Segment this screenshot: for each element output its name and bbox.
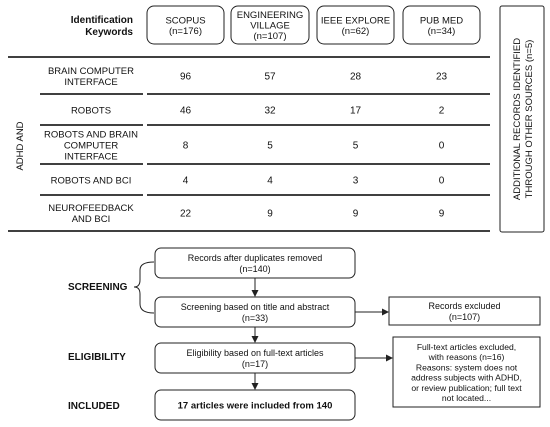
table-cell-value: 46	[180, 106, 192, 117]
table-cell-value: 9	[439, 209, 445, 220]
text-line: Identification	[71, 15, 133, 26]
source-box-ieee-explore: IEEE EXPLORE(n=62)	[316, 5, 395, 45]
text-line: ENGINEERING	[237, 10, 304, 21]
source-box-label: SCOPUS(n=176)	[165, 15, 205, 37]
text-line: Screening based on title and abstract	[181, 302, 330, 312]
text-line: (n=176)	[169, 26, 202, 37]
duplicates-removed-text: Records after duplicates removed(n=140)	[188, 253, 323, 274]
screening-text: Screening based on title and abstract(n=…	[181, 302, 330, 323]
table-cell-value: 9	[267, 209, 273, 220]
fulltext-excluded-box: Full-text articles excluded,with reasons…	[392, 336, 541, 408]
duplicates-removed-box: Records after duplicates removed(n=140)	[154, 247, 356, 279]
adhd-and-group-label: ADHD AND	[15, 121, 26, 170]
stage-label-included: INCLUDED	[68, 401, 120, 412]
text-line: not located...	[442, 393, 491, 403]
table-row-label: ROBOTS AND BCI	[51, 176, 132, 187]
table-cell-value: 2	[439, 106, 445, 117]
table-cell-value: 0	[439, 141, 445, 152]
text-line: COMPUTER	[64, 141, 119, 152]
flow-arrows	[251, 278, 393, 390]
table-cell-value: 96	[180, 72, 192, 83]
text-line: SCOPUS	[165, 15, 205, 26]
text-line: IEEE EXPLORE	[321, 15, 390, 26]
table-cell-value: 5	[353, 141, 359, 152]
source-box-label: PUB MED(n=34)	[420, 15, 463, 37]
text-line: ROBOTS	[71, 106, 111, 117]
records-excluded-text: Records excluded(n=107)	[428, 301, 500, 322]
text-line: ROBOTS AND BCI	[51, 176, 132, 187]
included-text: 17 articles were included from 140	[178, 401, 333, 412]
included-box: 17 articles were included from 140	[154, 389, 356, 421]
table-cell-value: 0	[439, 176, 445, 187]
table-cell-value: 17	[350, 106, 362, 117]
text-line: (n=107)	[253, 31, 286, 42]
eligibility-text: Eligibility based on full-text articles(…	[186, 348, 324, 369]
text-line: or review publication; full text	[411, 383, 522, 393]
text-line: (n=34)	[428, 26, 456, 37]
text-line: (n=17)	[242, 359, 268, 369]
text-line: BRAIN COMPUTER	[48, 66, 134, 77]
table-cell-value: 32	[264, 106, 276, 117]
source-box-pub-med: PUB MED(n=34)	[402, 5, 481, 45]
table-cell-value: 3	[353, 176, 359, 187]
text-line: Reasons: system does not	[416, 362, 518, 372]
table-cell-value: 22	[180, 209, 192, 220]
text-line: (n=33)	[242, 313, 268, 323]
text-line: Full-text articles excluded,	[417, 342, 516, 352]
text-line: NEUROFEEDBACK	[48, 203, 134, 214]
screening-box: Screening based on title and abstract(n=…	[154, 296, 356, 328]
stage-label-screening: SCREENING	[68, 282, 128, 293]
table-cell-value: 4	[267, 176, 273, 187]
text-line: PUB MED	[420, 15, 463, 26]
text-line: THROUGH OTHER SOURCES (n=5)	[524, 40, 535, 199]
additional-records-label: ADDITIONAL RECORDS IDENTIFIEDTHROUGH OTH…	[512, 38, 535, 200]
text-line: INTERFACE	[64, 152, 117, 163]
text-line: (n=62)	[342, 26, 370, 37]
text-line: Eligibility based on full-text articles	[186, 348, 324, 358]
table-row-label: ROBOTS	[71, 106, 111, 117]
table-cell-value: 8	[183, 141, 189, 152]
text-line: (n=107)	[449, 312, 480, 322]
table-rules	[8, 56, 490, 232]
source-box-label: IEEE EXPLORE(n=62)	[321, 15, 390, 37]
text-line: ADDITIONAL RECORDS IDENTIFIED	[512, 38, 523, 200]
text-line: 17 articles were included from 140	[178, 401, 333, 412]
table-cell-value: 5	[267, 141, 273, 152]
text-line: Records excluded	[428, 301, 500, 311]
text-line: Keywords	[85, 27, 133, 38]
screening-brace	[133, 261, 155, 314]
text-line: ROBOTS AND BRAIN	[44, 130, 138, 141]
records-excluded-box: Records excluded(n=107)	[388, 296, 541, 326]
text-line: INTERFACE	[64, 77, 117, 88]
text-line: with reasons (n=16)	[428, 352, 505, 362]
table-cell-value: 4	[183, 176, 189, 187]
text-line: VILLAGE	[250, 21, 290, 32]
eligibility-box: Eligibility based on full-text articles(…	[154, 342, 356, 374]
text-line: AND BCI	[72, 214, 111, 225]
text-line: (n=140)	[239, 264, 270, 274]
additional-records-box: ADDITIONAL RECORDS IDENTIFIEDTHROUGH OTH…	[499, 5, 545, 233]
table-cell-value: 9	[353, 209, 359, 220]
text-line: address subjects with ADHD,	[411, 373, 522, 383]
stage-label-eligibility: ELIGIBILITY	[68, 352, 126, 363]
table-cell-value: 23	[436, 72, 448, 83]
fulltext-excluded-text: Full-text articles excluded,with reasons…	[411, 342, 522, 403]
table-cell-value: 57	[264, 72, 276, 83]
source-box-scopus: SCOPUS(n=176)	[146, 5, 225, 45]
text-line: Records after duplicates removed	[188, 253, 323, 263]
table-cell-value: 28	[350, 72, 362, 83]
